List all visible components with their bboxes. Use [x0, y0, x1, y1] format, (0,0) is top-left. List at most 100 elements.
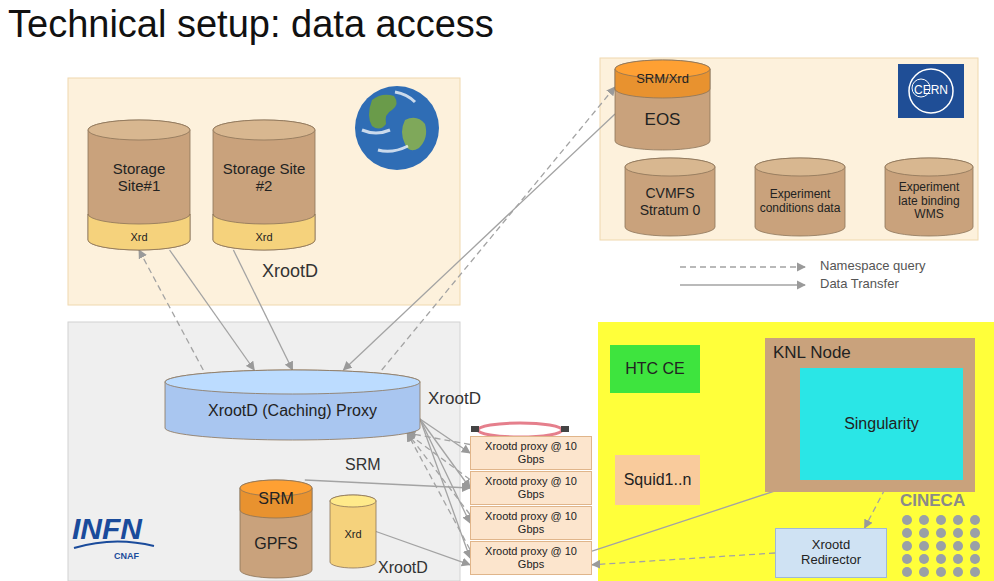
knl-node-box: SingularityKNL Node	[765, 338, 975, 492]
cylinder-top	[625, 158, 715, 176]
data-transfer-arrow	[344, 114, 616, 370]
node-label: Xrootd Redirector	[776, 536, 886, 570]
band-label: SRM	[258, 490, 294, 508]
compute-element-box: HTC CE	[610, 345, 700, 393]
band-label: Xrd	[255, 231, 272, 244]
node-label: Xrd	[344, 528, 361, 541]
text-area: Storage Site #2	[216, 140, 312, 214]
cylinder-top	[240, 480, 312, 496]
logo-text: CERN	[898, 84, 964, 97]
cylinder-body	[213, 120, 315, 250]
node-label: XrootD (Caching) Proxy	[208, 402, 377, 420]
text-area: CVMFS Stratum 0	[628, 176, 712, 227]
cylinder-band	[213, 214, 315, 250]
text-area: EOS	[618, 98, 707, 141]
protocol-label: XrootD	[428, 390, 481, 409]
logo-dot	[936, 567, 946, 577]
namespace-query-arrow	[865, 480, 890, 528]
logo-dot	[953, 567, 963, 577]
cylinder-body	[330, 495, 376, 568]
node-label: Xrootd proxy @ 10 Gbps	[471, 438, 591, 467]
cylinder-body	[240, 480, 312, 578]
region-panel	[600, 58, 978, 240]
cylinder-top	[885, 158, 973, 176]
text-area: SRM/Xrd	[618, 60, 707, 98]
text-area: Experiment late binding WMS	[888, 176, 970, 227]
region-panel	[598, 322, 994, 581]
text-area: XrootD (Caching) Proxy	[168, 394, 417, 428]
cylinder-top	[615, 60, 710, 78]
logo-dot	[936, 554, 946, 564]
logo-dot	[970, 515, 980, 525]
storage-cylinder: Storage Site#1Xrd	[88, 120, 190, 250]
logo-dot	[902, 528, 912, 538]
legend-label: Namespace query	[820, 259, 926, 273]
logo-dot	[936, 528, 946, 538]
text-area: Xrd	[91, 224, 187, 250]
proxy-box: Xrootd proxy @ 10 Gbps	[470, 436, 592, 470]
node-label: Xrootd proxy @ 10 Gbps	[471, 473, 591, 502]
cylinder-body	[755, 158, 845, 236]
slide-title: Technical setup: data access	[8, 4, 494, 46]
redirector-box: Xrootd Redirector	[775, 528, 887, 578]
node-label: Storage Site #2	[216, 160, 312, 195]
eos-cylinder: SRM/XrdEOS	[615, 60, 710, 150]
cylinder-shape	[213, 120, 315, 251]
logo-dot	[936, 515, 946, 525]
text-area: Storage Site#1	[91, 140, 187, 214]
cylinder-shape	[625, 158, 715, 237]
logo-dot	[953, 554, 963, 564]
proxy-box: Xrootd proxy @ 10 Gbps	[470, 506, 592, 540]
region-panel	[68, 78, 460, 305]
legend-label: Data Transfer	[820, 277, 899, 291]
storage-cylinder: Storage Site #2 Xrd	[213, 120, 315, 250]
data-transfer-arrow	[376, 532, 470, 565]
protocol-label: SRM	[345, 456, 381, 474]
node-label: Experiment conditions data	[758, 188, 842, 216]
node-label: GPFS	[254, 535, 298, 553]
logo-text: CINECA	[900, 492, 965, 511]
cylinder-band	[615, 69, 710, 98]
logo-text: INFN	[72, 512, 142, 545]
namespace-query-arrow	[407, 433, 470, 550]
region-panel	[68, 322, 460, 581]
protocol-label: XrootD	[262, 262, 318, 282]
namespace-query-arrow	[407, 433, 470, 445]
node-label: Storage Site#1	[91, 160, 187, 195]
node-label: EOS	[645, 110, 681, 130]
text-area: SRM	[243, 480, 309, 518]
node-label: Singularity	[839, 413, 924, 435]
legend-sample	[680, 266, 805, 267]
logo-dot	[936, 541, 946, 551]
logo-dot	[919, 554, 929, 564]
node-label: Xrootd proxy @ 10 Gbps	[471, 543, 591, 572]
cylinder-body	[625, 158, 715, 236]
database-cylinder: CVMFS Stratum 0	[625, 158, 715, 236]
node-label: Xrootd proxy @ 10 Gbps	[471, 508, 591, 537]
data-transfer-arrow	[233, 250, 292, 370]
cylinder-shape	[755, 158, 845, 237]
logo-dot	[970, 554, 980, 564]
namespace-query-arrow	[407, 433, 470, 480]
data-transfer-arrow	[420, 419, 470, 523]
proxy-box: Xrootd proxy @ 10 Gbps	[470, 471, 592, 505]
data-transfer-arrow	[592, 480, 808, 551]
logo-dot	[953, 528, 963, 538]
logo-dot	[970, 567, 980, 577]
namespace-query-arrow	[407, 433, 470, 515]
cylinder-shape	[165, 370, 420, 441]
cylinder-body	[615, 60, 710, 150]
band-label: Xrd	[130, 231, 147, 244]
node-label: Squid1..n	[619, 469, 697, 491]
text-area: Xrd	[216, 224, 312, 250]
logo-dot	[919, 528, 929, 538]
logo-text: CNAF	[114, 552, 139, 562]
logo-dot	[902, 515, 912, 525]
proxy-cylinder: XrootD (Caching) Proxy	[165, 370, 420, 440]
logo-dot	[919, 515, 929, 525]
cern-logo	[898, 64, 964, 118]
logo-dot	[953, 515, 963, 525]
logo-dot	[902, 567, 912, 577]
cylinder-band	[240, 488, 312, 518]
